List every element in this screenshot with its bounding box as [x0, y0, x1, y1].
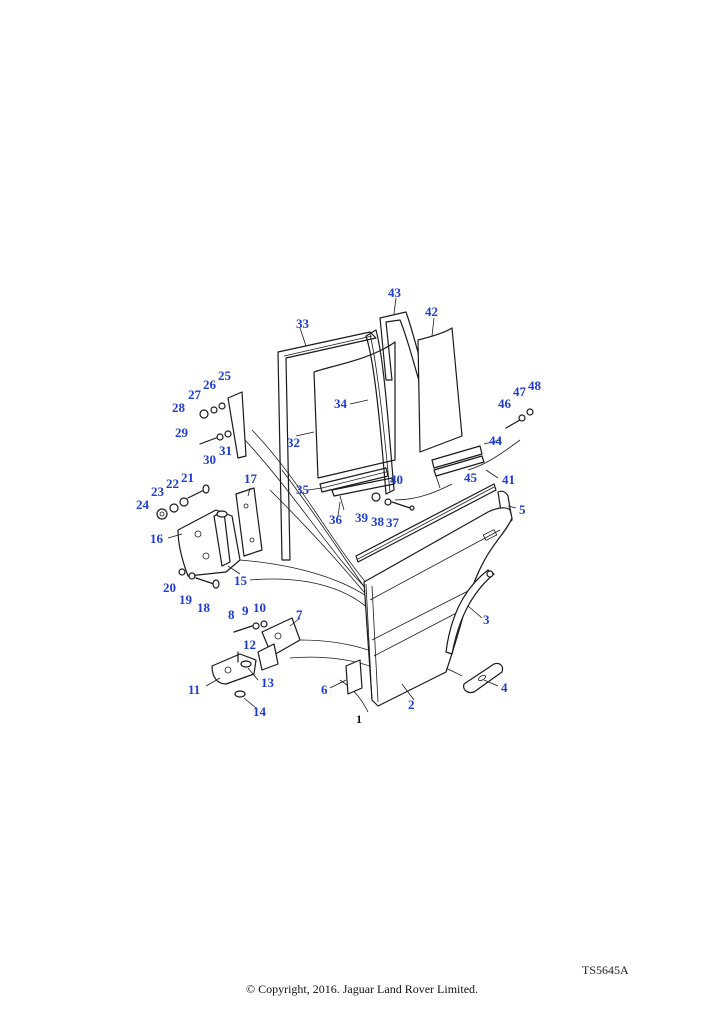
- callout-18: 18: [197, 600, 211, 615]
- callout-19: 19: [179, 592, 193, 607]
- part-33-window-seal: [277, 331, 377, 561]
- callout-ticks: [167, 297, 517, 709]
- callout-5: 5: [519, 502, 526, 517]
- parts-21-24-fixings: [156, 484, 210, 520]
- part-42-quarter-glass: [417, 327, 463, 453]
- callout-7: 7: [296, 607, 303, 622]
- parts-37-40-fixings: [371, 492, 415, 511]
- callout-30: 30: [203, 452, 216, 467]
- part-15-hinge-pin: [213, 510, 231, 567]
- parts-18-20-fixings: [178, 568, 220, 589]
- part-34-glass: [313, 341, 396, 479]
- callout-23: 23: [151, 484, 165, 499]
- callout-42: 42: [425, 304, 438, 319]
- callout-16: 16: [150, 531, 164, 546]
- leader-lines: [239, 429, 521, 713]
- part-6-plate: [345, 659, 363, 695]
- callout-47: 47: [513, 384, 527, 399]
- part-32-run-channel: [365, 329, 395, 495]
- callout-3: 3: [483, 612, 490, 627]
- callout-20: 20: [163, 580, 176, 595]
- callout-28: 28: [172, 400, 186, 415]
- callout-9: 9: [242, 603, 249, 618]
- callout-10: 10: [253, 600, 266, 615]
- callout-4: 4: [501, 680, 508, 695]
- part-35-glass-channel: [319, 467, 389, 493]
- callout-46: 46: [498, 396, 512, 411]
- part-17-gasket: [235, 487, 263, 557]
- callout-45: 45: [464, 470, 478, 485]
- callout-14: 14: [253, 704, 267, 719]
- callout-29: 29: [175, 425, 189, 440]
- callout-43: 43: [388, 285, 402, 300]
- part-16-hinge: [177, 509, 241, 577]
- callout-38: 38: [371, 514, 385, 529]
- callout-35: 35: [296, 482, 310, 497]
- part-44-quarter-channel: [431, 445, 485, 489]
- part-41-waist-seal: [355, 483, 497, 563]
- callout-1: 1: [356, 712, 362, 726]
- callout-40: 40: [390, 472, 403, 487]
- callout-32: 32: [287, 435, 300, 450]
- callout-33: 33: [296, 316, 310, 331]
- part-36-lower-channel: [331, 477, 395, 511]
- callout-labels: 1 2 3 4 5 6 7 8 9 10 11 12 13 14 15 16 1…: [136, 285, 542, 726]
- callout-34: 34: [334, 396, 348, 411]
- callout-12: 12: [243, 637, 256, 652]
- callout-31: 31: [219, 443, 232, 458]
- callout-44: 44: [489, 433, 503, 448]
- callout-37: 37: [386, 515, 400, 530]
- callout-22: 22: [166, 476, 179, 491]
- callout-27: 27: [188, 387, 202, 402]
- callout-8: 8: [228, 607, 235, 622]
- callout-11: 11: [188, 682, 200, 697]
- callout-41: 41: [502, 472, 515, 487]
- parts-25-31-check-strap: [199, 391, 247, 459]
- callout-24: 24: [136, 497, 150, 512]
- callout-17: 17: [244, 471, 258, 486]
- copyright-notice: © Copyright, 2016. Jaguar Land Rover Lim…: [245, 982, 479, 996]
- diagram-reference-code: TS5645A: [582, 963, 629, 977]
- callout-39: 39: [355, 510, 369, 525]
- callout-2: 2: [408, 697, 415, 712]
- parts-46-48-fixings: [505, 408, 534, 429]
- part-4-handle: [463, 662, 504, 694]
- callout-48: 48: [528, 378, 542, 393]
- callout-21: 21: [181, 470, 194, 485]
- callout-36: 36: [329, 512, 343, 527]
- parts-7-14-lower-hinge: [211, 617, 301, 698]
- callout-25: 25: [218, 368, 232, 383]
- callout-15: 15: [234, 573, 248, 588]
- callout-13: 13: [261, 675, 275, 690]
- callout-6: 6: [321, 682, 328, 697]
- part-3-wheel-arch: [445, 569, 495, 655]
- callout-26: 26: [203, 377, 217, 392]
